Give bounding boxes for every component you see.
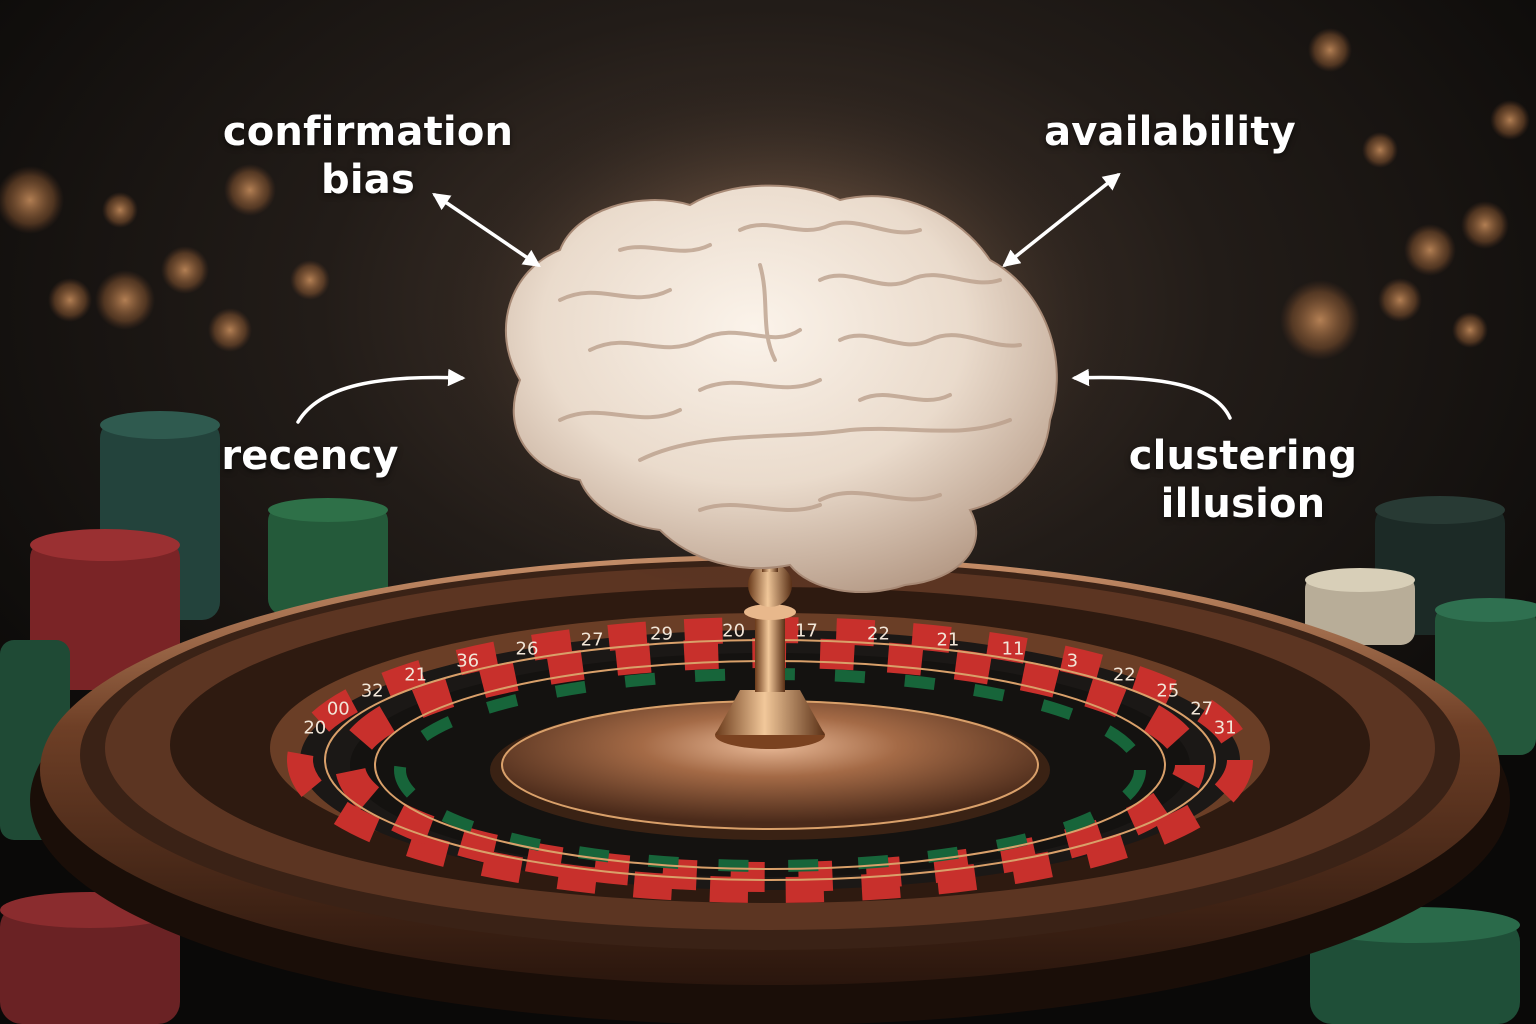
wheel-number: 22 [867,624,890,645]
label-recency-text: recency [221,433,399,479]
arrow-clustering [1071,368,1232,420]
wheel-number: 11 [1002,639,1025,660]
label-availability-text: availability [1044,109,1296,155]
wheel-number: 21 [404,665,427,686]
wheel-number: 17 [795,620,818,641]
label-availability: availability [1025,108,1315,156]
arrow-availability [1002,172,1121,268]
label-clustering-line2: illusion [1160,481,1326,527]
label-confirmation-bias: confirmation bias [208,108,528,204]
arrow-recency [296,368,466,424]
label-clustering-illusion: clustering illusion [1112,432,1374,528]
wheel-number: 20 [303,718,326,739]
wheel-number: 36 [456,650,479,671]
chip-stack-right-cream [1305,568,1415,645]
wheel-number: 21 [936,630,959,651]
arrow-confirmation [432,193,541,267]
wheel-number: 3 [1067,650,1078,671]
bokeh-lights [0,28,1530,360]
label-confirmation-line1: confirmation [222,109,514,155]
wheel-number: 27 [1190,699,1213,720]
label-confirmation-line2: bias [321,157,415,203]
wheel-number: 27 [581,630,604,651]
brain-icon [505,184,1058,594]
label-recency: recency [200,432,420,480]
wheel-number: 32 [361,681,384,702]
wheel-number: 00 [327,699,350,720]
wheel-number: 31 [1214,718,1237,739]
wheel-number: 20 [722,620,745,641]
wheel-number: 22 [1113,665,1136,686]
wheel-number: 25 [1156,681,1179,702]
wheel-number: 29 [650,624,673,645]
arrows [296,172,1232,424]
wheel-number: 26 [516,639,539,660]
label-clustering-line1: clustering [1128,433,1358,479]
chip-stack-left-green [268,498,388,615]
